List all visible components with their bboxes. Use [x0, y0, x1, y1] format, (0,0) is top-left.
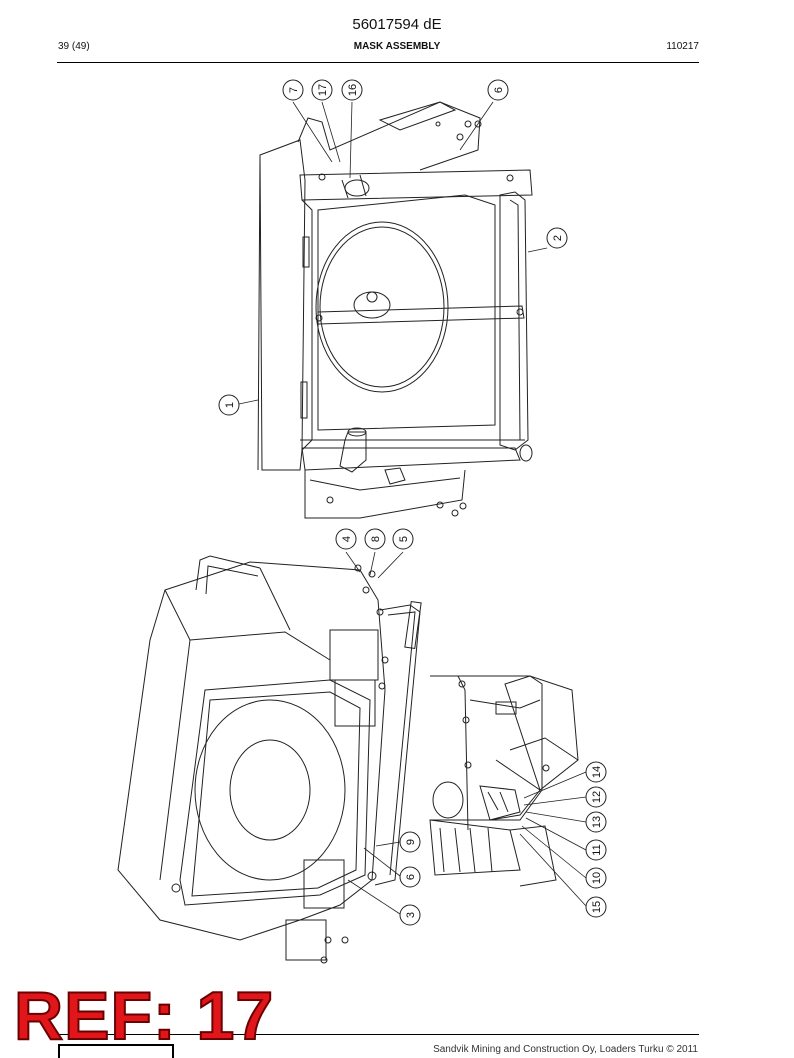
- callout-label: 16: [347, 84, 359, 96]
- callout-2: 2: [546, 227, 568, 249]
- callout-11: 11: [585, 839, 607, 861]
- callout-label: 5: [398, 536, 410, 542]
- callout-12: 12: [585, 786, 607, 808]
- document-date: 110217: [666, 41, 699, 52]
- callout-14: 14: [585, 761, 607, 783]
- callout-label: 9: [405, 839, 417, 845]
- callout-10: 10: [585, 867, 607, 889]
- callout-5: 5: [392, 528, 414, 550]
- callout-label: 7: [288, 87, 300, 93]
- callout-3: 3: [399, 904, 421, 926]
- callout-8: 8: [364, 528, 386, 550]
- callout-label: 11: [591, 844, 603, 855]
- callout-16: 16: [341, 79, 363, 101]
- callout-label: 8: [370, 536, 382, 542]
- callout-label: 12: [591, 791, 603, 803]
- header-rule: [57, 62, 699, 63]
- callout-label: 6: [493, 87, 505, 93]
- leader-lines: [238, 101, 587, 915]
- callout-label: 1: [224, 402, 236, 408]
- reference-stamp: REF: 17: [13, 978, 275, 1054]
- callout-label: 2: [552, 235, 564, 241]
- callout-15: 15: [585, 896, 607, 918]
- page-count: 39 (49): [58, 41, 90, 52]
- company-logo: [58, 1044, 174, 1058]
- footer-rule: [57, 1034, 699, 1035]
- document-number: 56017594 dE: [352, 16, 442, 33]
- callout-label: 4: [341, 536, 353, 542]
- callout-4: 4: [335, 528, 357, 550]
- callout-label: 3: [405, 912, 417, 918]
- callout-13: 13: [585, 811, 607, 833]
- upper-mask-assembly: [257, 101, 533, 519]
- lower-mask-assembly: [117, 555, 422, 964]
- callout-17: 17: [311, 79, 333, 101]
- side-detail-view: [429, 675, 579, 887]
- callout-label: 15: [591, 901, 603, 913]
- section-title: MASK ASSEMBLY: [353, 41, 441, 52]
- callout-label: 14: [591, 766, 603, 778]
- callout-6-upper: 6: [487, 79, 509, 101]
- callout-7: 7: [282, 79, 304, 101]
- callout-label: 6: [405, 874, 417, 880]
- callout-1: 1: [218, 394, 240, 416]
- copyright-notice: Sandvik Mining and Construction Oy, Load…: [433, 1044, 698, 1055]
- callout-label: 17: [317, 84, 329, 96]
- callout-9: 9: [399, 831, 421, 853]
- callout-bubbles: 7 17 16 6 2 1 4 8 5 9 6 3 14 12 13: [218, 79, 607, 926]
- callout-6-lower: 6: [399, 866, 421, 888]
- callout-label: 10: [591, 872, 603, 884]
- callout-label: 13: [591, 816, 603, 828]
